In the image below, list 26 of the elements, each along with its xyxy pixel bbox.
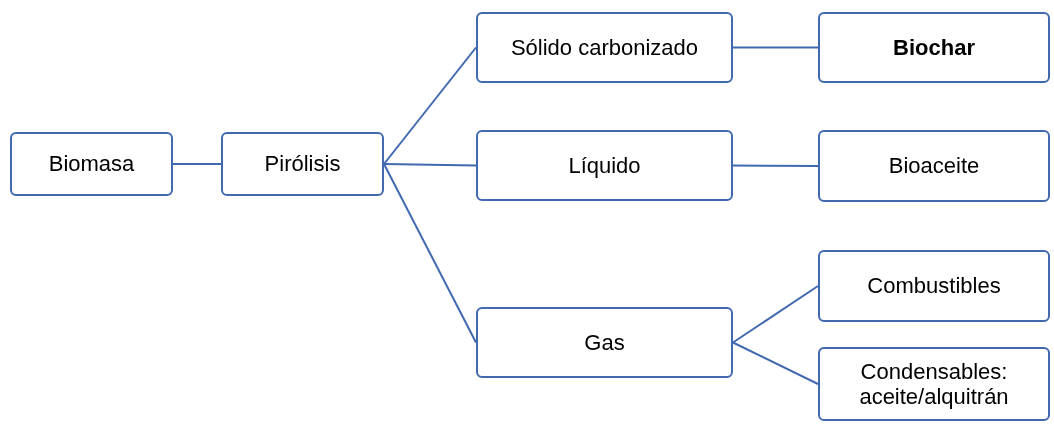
connector-line [172, 163, 222, 165]
connector-line [732, 341, 819, 385]
connector-line [732, 46, 819, 49]
node-label: Gas [584, 329, 625, 356]
process-box [221, 132, 384, 196]
node-label: Biomasa [48, 151, 135, 177]
process-box [818, 12, 1050, 83]
node-label: Combustibles [867, 273, 1001, 299]
connector-line [732, 285, 819, 344]
node-label: Bioaceite [888, 153, 980, 179]
connector-line [383, 163, 477, 344]
process-box [818, 347, 1050, 421]
process-box [818, 250, 1050, 322]
process-box [476, 12, 733, 83]
node-label: Condensables: aceite/alquitrán [858, 358, 1010, 410]
process-box [476, 130, 733, 201]
connector-line [732, 164, 819, 167]
process-box [476, 307, 733, 378]
node-label: Pirólisis [264, 151, 341, 177]
connector-line [383, 46, 477, 165]
node-label: Sólido carbonizado [510, 34, 699, 61]
node-label: Líquido [568, 152, 641, 179]
node-label: Biochar [893, 34, 975, 61]
process-box [10, 132, 173, 196]
connector-line [383, 163, 477, 167]
process-box [818, 130, 1050, 202]
